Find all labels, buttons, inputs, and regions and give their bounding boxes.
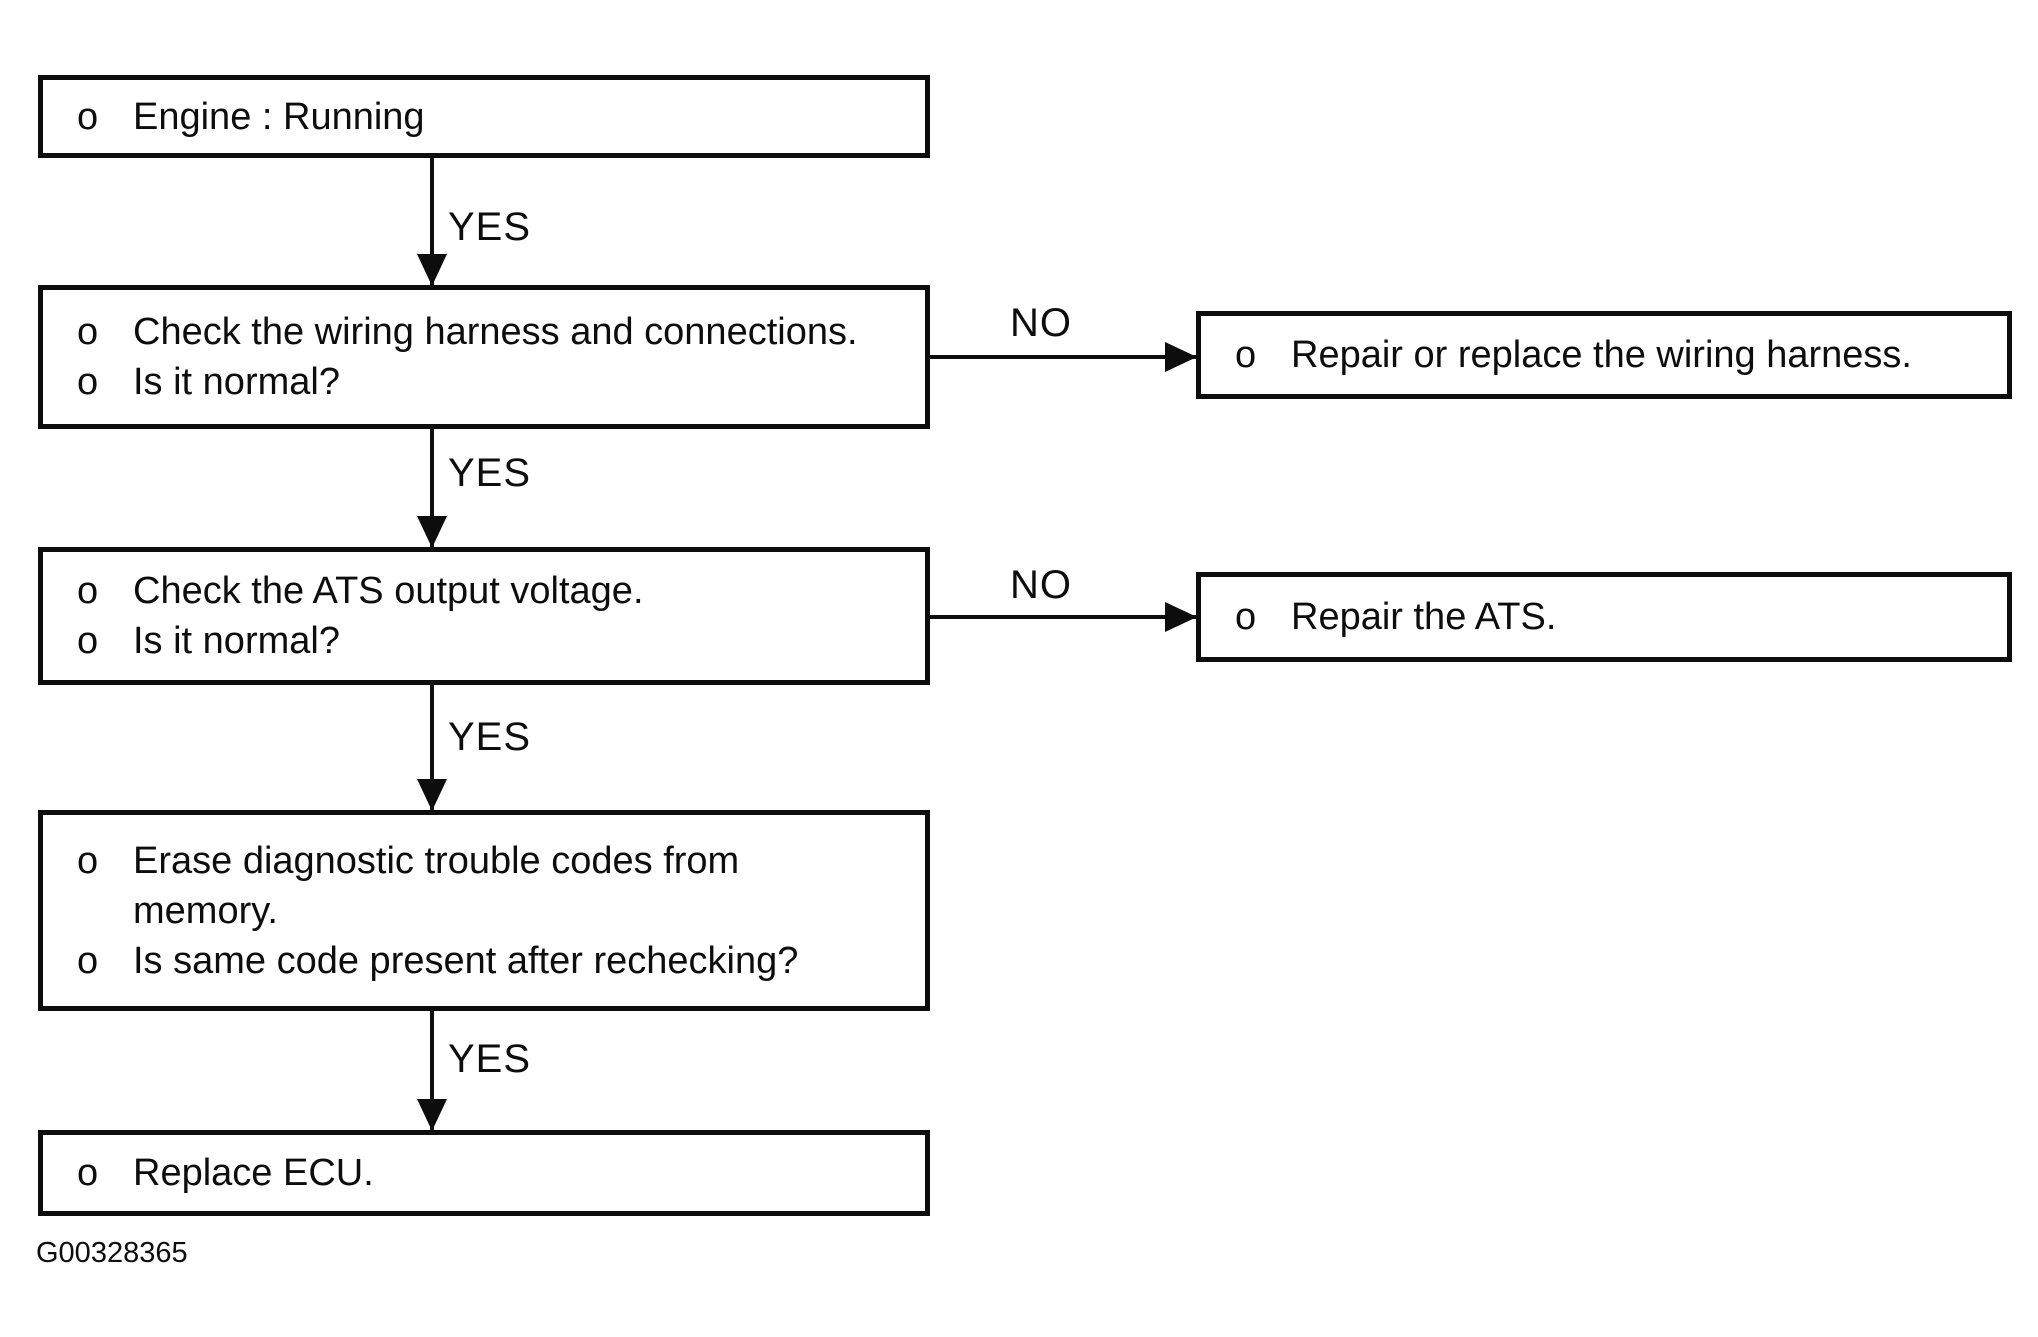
edge-label-no-1: NO [1010, 301, 1072, 345]
edge-label-yes-1: YES [448, 205, 532, 249]
bullet: o [77, 839, 99, 882]
node-line: o Check the ATS output voltage. [77, 566, 907, 616]
bullet: o [77, 939, 99, 982]
bullet: o [77, 95, 99, 138]
node-repair-wiring-harness: o Repair or replace the wiring harness. [1196, 311, 2012, 399]
edge-label-yes-3: YES [448, 715, 532, 759]
line-text: Check the wiring harness and connections… [133, 311, 858, 353]
line-text: Check the ATS output voltage. [133, 570, 644, 612]
node-line: o Repair the ATS. [1235, 592, 1989, 642]
node-line: o Engine : Running [77, 92, 907, 142]
node-line: o Is it normal? [77, 357, 907, 407]
line-text: memory. [133, 889, 278, 932]
bullet: o [77, 620, 99, 662]
edge-label-yes-4: YES [448, 1037, 532, 1081]
bullet: o [1235, 596, 1257, 638]
node-line: o Is it normal? [77, 616, 907, 666]
arrow-yes-4 [430, 1011, 434, 1130]
line-text: Is same code present after rechecking? [133, 939, 799, 982]
bullet: o [77, 1152, 99, 1194]
node-replace-ecu: o Replace ECU. [38, 1130, 930, 1216]
line-text: Is it normal? [133, 361, 340, 403]
node-line: o Is same code present after rechecking? [77, 936, 907, 986]
node-check-ats-voltage: o Check the ATS output voltage. o Is it … [38, 547, 930, 685]
node-line: o Repair or replace the wiring harness. [1235, 330, 1989, 380]
bullet: o [77, 361, 99, 403]
node-line: o Erase diagnostic trouble codes from [77, 836, 907, 886]
line-text: Replace ECU. [133, 1152, 374, 1194]
bullet: o [77, 311, 99, 353]
bullet: o [1235, 334, 1257, 376]
arrow-yes-2 [430, 429, 434, 547]
figure-code: G00328365 [36, 1237, 188, 1269]
line-text: Repair the ATS. [1291, 596, 1557, 638]
node-repair-ats: o Repair the ATS. [1196, 572, 2012, 662]
arrow-yes-1 [430, 158, 434, 285]
edge-label-no-2: NO [1010, 563, 1072, 607]
line-text: Erase diagnostic trouble codes from [133, 839, 740, 882]
node-line: o Replace ECU. [77, 1148, 907, 1198]
node-engine-running: o Engine : Running [38, 75, 930, 158]
node-line: o Check the wiring harness and connectio… [77, 307, 907, 357]
arrow-yes-3 [430, 685, 434, 810]
line-text: Is it normal? [133, 620, 340, 662]
node-erase-dtc: o Erase diagnostic trouble codes from me… [38, 810, 930, 1011]
bullet: o [77, 570, 99, 612]
line-text: Engine : Running [133, 95, 425, 138]
node-line: memory. [77, 886, 907, 936]
arrow-no-2 [930, 615, 1196, 619]
edge-label-yes-2: YES [448, 451, 532, 495]
arrow-no-1 [930, 355, 1196, 359]
line-text: Repair or replace the wiring harness. [1291, 334, 1912, 376]
node-check-wiring-harness: o Check the wiring harness and connectio… [38, 285, 930, 429]
